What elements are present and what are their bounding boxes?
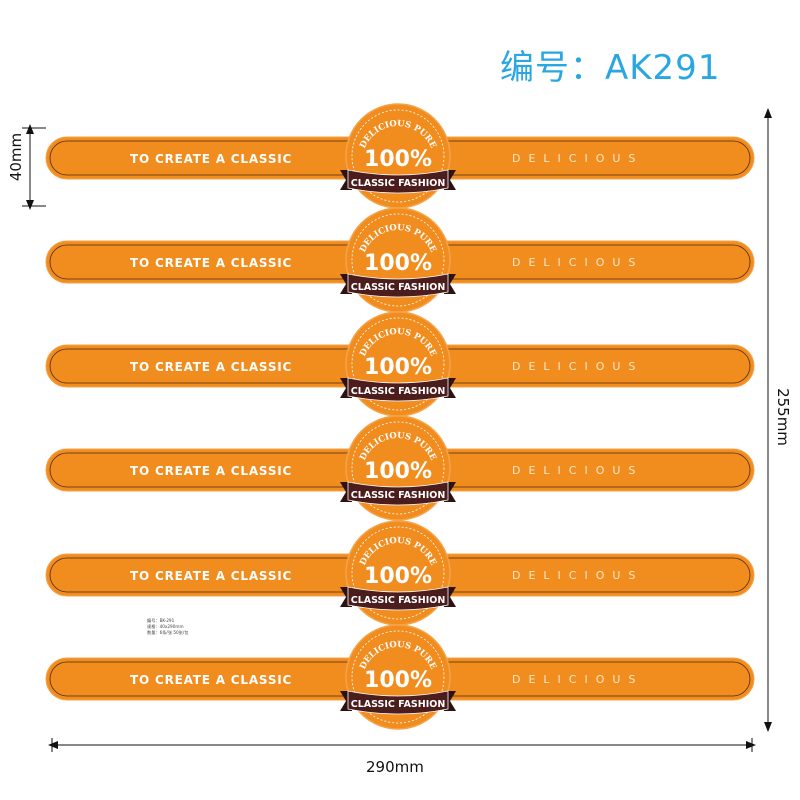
band-right-text: DELICIOUS	[512, 673, 643, 686]
badge-percent: 100%	[364, 147, 432, 172]
badge-ribbon-text: CLASSIC FASHION	[351, 699, 446, 710]
spec-note-line: 规格：40x290mm	[147, 624, 184, 629]
arrow-right-bottom	[764, 722, 772, 732]
badge-dotted-ring	[351, 526, 445, 620]
badge-ribbon-text: CLASSIC FASHION	[351, 282, 446, 293]
arrow-left-top	[26, 124, 34, 134]
band-left-text: TO CREATE A CLASSIC	[130, 152, 292, 166]
badge-dotted-ring	[351, 109, 445, 203]
badge-dotted-ring	[351, 421, 445, 515]
dimension-label-total-height: 255mm	[774, 388, 792, 446]
badge-ribbon	[347, 586, 449, 611]
band-right-text: DELICIOUS	[512, 464, 643, 477]
band-left-text: TO CREATE A CLASSIC	[130, 464, 292, 478]
spec-note: 编号：BK-291 规格：40x290mm 数量：6条/张 50张/包	[147, 618, 188, 636]
badge-percent: 100%	[364, 564, 432, 589]
badge-ribbon-text: CLASSIC FASHION	[351, 178, 446, 189]
badge-percent: 100%	[364, 459, 432, 484]
dimension-label-total-width: 290mm	[366, 758, 424, 776]
badge-percent: 100%	[364, 668, 432, 693]
band-left-text: TO CREATE A CLASSIC	[130, 673, 292, 687]
band-left-text: TO CREATE A CLASSIC	[130, 256, 292, 270]
dimension-lines	[22, 112, 769, 752]
product-code-title: 编号：AK291	[500, 48, 721, 88]
badge-ribbon	[347, 273, 449, 298]
band-right-text: DELICIOUS	[512, 152, 643, 165]
badge-ribbon	[347, 690, 449, 715]
badge-dotted-ring	[351, 630, 445, 724]
band-right-text: DELICIOUS	[512, 360, 643, 373]
arrow-left-bottom	[26, 200, 34, 210]
spec-note-line: 数量：6条/张 50张/包	[147, 630, 189, 635]
badge-ribbon	[347, 169, 449, 194]
badge-dotted-ring	[351, 317, 445, 411]
badge-dotted-ring	[351, 213, 445, 307]
badge-ribbon-text: CLASSIC FASHION	[351, 595, 446, 606]
arrow-right-top	[764, 108, 772, 118]
arrow-bottom-right	[746, 741, 756, 749]
badge-ribbon-text: CLASSIC FASHION	[351, 490, 446, 501]
dimension-label-strip-height: 40mm	[7, 132, 25, 182]
badge-percent: 100%	[364, 251, 432, 276]
arrow-bottom-left	[48, 741, 58, 749]
spec-note-line: 编号：BK-291	[147, 618, 175, 623]
badge-percent: 100%	[364, 355, 432, 380]
band-right-text: DELICIOUS	[512, 569, 643, 582]
band-left-text: TO CREATE A CLASSIC	[130, 360, 292, 374]
band-right-text: DELICIOUS	[512, 256, 643, 269]
band-left-text: TO CREATE A CLASSIC	[130, 569, 292, 583]
badge-ribbon	[347, 481, 449, 506]
badge-ribbon-text: CLASSIC FASHION	[351, 386, 446, 397]
dimension-arrows	[26, 108, 772, 749]
badge-ribbon	[347, 377, 449, 402]
